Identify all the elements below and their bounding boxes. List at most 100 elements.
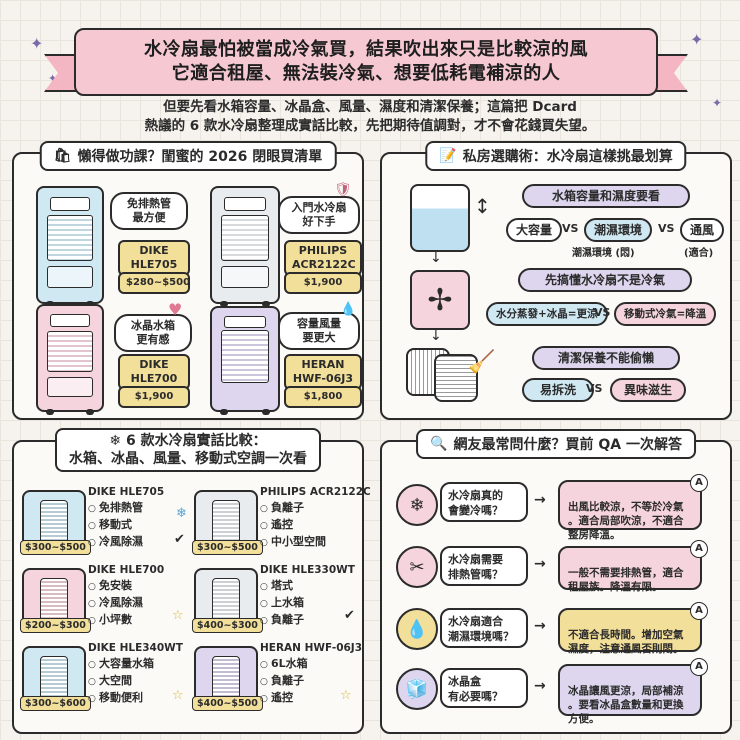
snowflake-icon: ❄ (396, 484, 438, 526)
product-name: DIKE HLE330WT (260, 564, 355, 576)
feature-item: 移動式 (88, 517, 143, 534)
product-name-tag: HERAN HWF-06J3 (284, 354, 362, 390)
product-name: DIKE HLE705 (88, 486, 165, 498)
answer-badge: A (690, 474, 708, 492)
option-pill: 潮濕環境 (584, 218, 653, 242)
qa-question: 冰晶盒 有必要嗎？ (440, 668, 528, 708)
qa-question: 水冷扇真的 會變冷嗎？ (440, 482, 528, 522)
bubble-label: 入門水冷扇 好下手 (278, 196, 360, 234)
star-icon: ☆ (172, 688, 184, 703)
bubble-label: 容量風量 要更大 (278, 312, 360, 350)
vs-label: VS (562, 222, 579, 235)
humidifier-icon: 💧 (396, 608, 438, 650)
qa-answer-text: 冰晶讓風更涼，局部補涼 。要看冰晶盒數量和更換 方便。 (568, 685, 684, 725)
feature-item: 大空間 (88, 673, 154, 690)
feature-item: 負離子 (260, 500, 326, 517)
fan-image-dike-hle700 (36, 304, 104, 415)
intro-text: 但要先看水箱容量、冰晶盒、風量、濕度和清潔保養；這篇把 Dcard 熱議的 6 … (0, 98, 740, 136)
feature-item: 6L水箱 (260, 656, 308, 673)
product-name: DIKE HLE340WT (88, 642, 183, 654)
arrow-right-icon: → (534, 678, 546, 694)
arrow-right-icon: → (534, 618, 546, 634)
magnifier-icon: 🔍 (430, 436, 448, 452)
water-drop-icon: 💧 (340, 302, 357, 317)
fan-image-philips-acr2122c (210, 186, 280, 307)
option-pill: 通風 (680, 218, 725, 242)
snowflake-icon: ❄ (109, 433, 122, 449)
sparkle-icon: ✦ (30, 34, 44, 53)
product-card-dike-hle330wt: $400~$300 DIKE HLE330WT 塔式 上水箱 負離子 ✔ (192, 564, 362, 640)
vs-label: VS (658, 222, 675, 235)
feature-item: 遙控 (260, 690, 308, 707)
title-text: 6 款水冷扇實話比較： (125, 433, 267, 449)
note-text: 潮濕環境 (悶) (572, 248, 635, 259)
product-name: HERAN HWF-06J3 (260, 642, 363, 654)
arrow-down-icon: ↓ (430, 250, 442, 266)
panel-top-left-title: 懶得做功課？閨蜜的 2026 閉眼買清單 (77, 149, 323, 165)
option-pill: 異味滋生 (610, 378, 686, 402)
feature-list: 大容量水箱 大空間 移動便利 (88, 656, 154, 707)
filter-icon (434, 354, 478, 402)
fan-image-heran-hwf-06j3 (210, 306, 280, 415)
section-title: 先搞懂水冷扇不是冷氣 (518, 268, 692, 292)
feature-item: 負離子 (260, 612, 304, 629)
feature-list: 免排熱管 移動式 冷風除濕 (88, 500, 143, 551)
panel-bottom-right-title: 網友最常問什麼？買前 QA 一次解答 (453, 437, 682, 453)
feature-item: 中小型空間 (260, 534, 326, 551)
option-pill: 大容量 (506, 218, 563, 242)
product-card-heran-hwf-06j3: $400~$500 HERAN HWF-06J3 6L水箱 負離子 遙控 ☆ (192, 642, 363, 718)
brush-icon: 🧹 (468, 350, 496, 375)
product-price: $200~$300 (20, 618, 91, 633)
panel-bottom-left-header: ❄ 6 款水冷扇實話比較： 水箱、冰晶、風量、移動式空調一次看 (55, 428, 321, 472)
feature-list: 塔式 上水箱 負離子 (260, 578, 304, 629)
snowflake-icon: ❄ (176, 506, 187, 521)
option-pill: 移動式冷氣=降溫 (614, 302, 717, 326)
qa-question: 水冷扇適合 潮濕環境嗎？ (440, 608, 528, 648)
panel-top-right-header: 📝 私房選購術：水冷扇這樣挑最划算 (425, 141, 687, 171)
option-pill: 易拆洗 (522, 378, 594, 402)
qa-answer: 不適合長時間。增加空氣 濕度，注意通風否則悶。 A (558, 602, 708, 655)
qa-answer: 一般不需要排熱管，適合 租屋族。降溫有限。 A (558, 540, 708, 593)
feature-list: 免安裝 冷風除濕 小坪數 (88, 578, 143, 629)
tools-icon: ✂ (396, 546, 438, 588)
bubble-label: 免排熱管 最方便 (110, 192, 188, 230)
star-icon: ☆ (172, 608, 184, 623)
panel-top-left: 🛍 懶得做功課？閨蜜的 2026 閉眼買清單 免排熱管 最方便 DIKE HLE… (12, 141, 364, 420)
product-name-tag: DIKE HLE705 (118, 240, 190, 276)
intro-line2: 熱議的 6 款水冷扇整理成實話比較，先把期待值調對，才不會花錢買失望。 (144, 118, 596, 134)
fan-blade-icon: ✢ (410, 270, 470, 330)
qa-answer: 冰晶讓風更涼，局部補涼 。要看冰晶盒數量和更換 方便。 A (558, 658, 708, 725)
product-price-tag: $1,900 (284, 272, 362, 294)
feature-item: 小坪數 (88, 612, 143, 629)
banner-body: 水冷扇最怕被當成冷氣買，結果吹出來只是比較涼的風 它適合租屋、無法裝冷氣、想要低… (74, 28, 658, 96)
sparkle-icon: ✦ (690, 30, 704, 49)
arrow-down-icon: ↓ (430, 328, 442, 344)
check-icon: ✔ (344, 608, 355, 623)
arrow-right-icon: → (534, 556, 546, 572)
sparkle-icon: ✦ (48, 72, 58, 85)
panel-top-right: 📝 私房選購術：水冷扇這樣挑最划算 ↕ ✢ ↓ ↓ 🧹 水箱容量和濕度要看 大容… (380, 141, 732, 420)
product-price: $300~$500 (192, 540, 263, 555)
qa-answer-text: 出風比較涼，不等於冷氣 。適合局部吹涼，不適合 整房降溫。 (568, 501, 684, 541)
feature-item: 大容量水箱 (88, 656, 154, 673)
feature-item: 免安裝 (88, 578, 143, 595)
product-name-tag: DIKE HLE700 (118, 354, 190, 390)
sparkle-icon: ✦ (712, 96, 723, 110)
panel-bottom-right-header: 🔍 網友最常問什麼？買前 QA 一次解答 (416, 429, 696, 459)
arrow-updown-icon: ↕ (474, 194, 491, 218)
feature-item: 塔式 (260, 578, 304, 595)
shield-check-icon: 🛡 (334, 182, 352, 198)
option-pill: 水分蒸發+冰晶=更涼 (486, 302, 608, 326)
feature-list: 6L水箱 負離子 遙控 (260, 656, 308, 707)
intro-line1: 但要先看水箱容量、冰晶盒、風量、濕度和清潔保養；這篇把 Dcard (163, 99, 577, 115)
banner-title-line1: 水冷扇最怕被當成冷氣買，結果吹出來只是比較涼的風 (144, 39, 588, 60)
feature-item: 負離子 (260, 673, 308, 690)
qa-answer-text: 不適合長時間。增加空氣 濕度，注意通風否則悶。 (568, 629, 684, 655)
fan-image-dike-hle705 (36, 186, 104, 307)
section-title: 清潔保養不能偷懶 (532, 346, 680, 370)
qa-answer-text: 一般不需要排熱管，適合 租屋族。降溫有限。 (568, 567, 684, 593)
notepad-pen-icon: 📝 (439, 148, 457, 164)
product-price-tag: $280~$500 (118, 272, 190, 294)
product-name-tag: PHILIPS ACR2122C (284, 240, 362, 276)
product-card-dike-hle340wt: $300~$600 DIKE HLE340WT 大容量水箱 大空間 移動便利 ☆ (20, 642, 190, 718)
